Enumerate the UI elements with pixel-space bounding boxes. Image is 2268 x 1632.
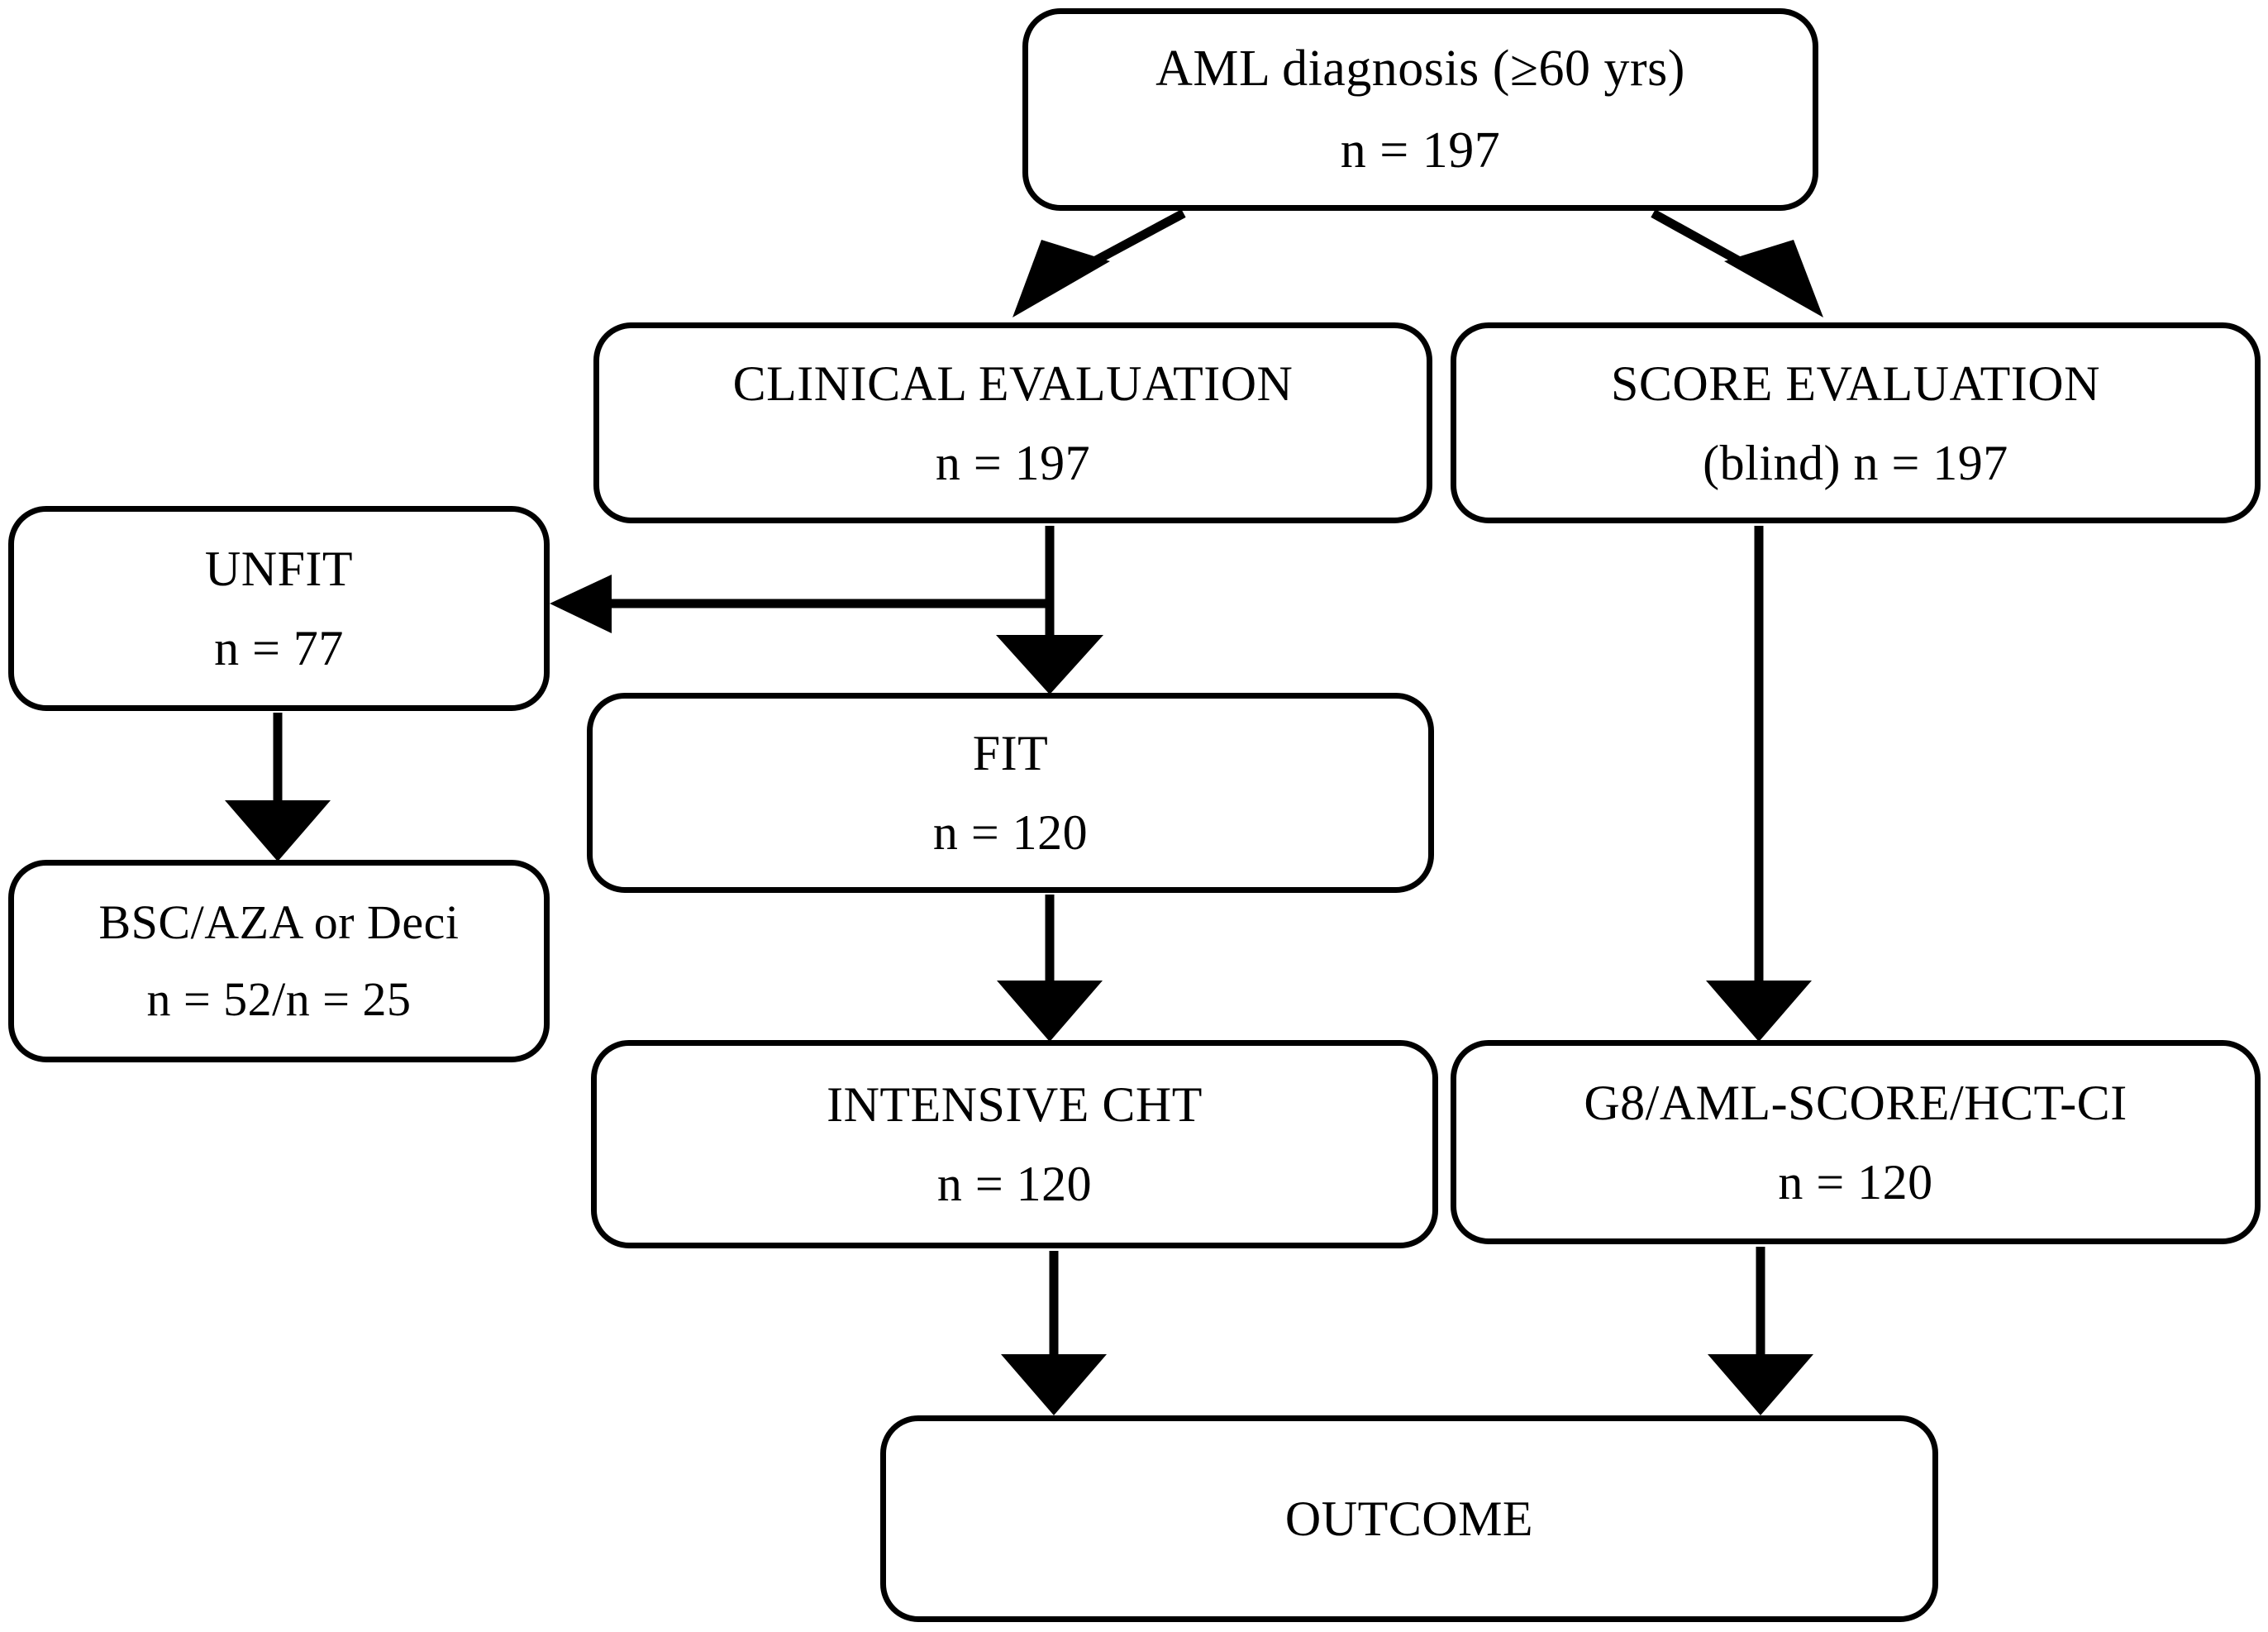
node-bsc-aza-deci-line2: n = 52/n = 25 xyxy=(146,972,412,1027)
node-unfit[interactable]: UNFIT n = 77 xyxy=(8,506,550,711)
node-g8-amlscore-hctci-line2: n = 120 xyxy=(1778,1154,1933,1210)
node-unfit-line2: n = 77 xyxy=(214,621,344,675)
node-g8-amlscore-hctci-line1: G8/AML-SCORE/HCT-CI xyxy=(1584,1075,2127,1130)
node-bsc-aza-deci-line1: BSC/AZA or Deci xyxy=(98,895,460,950)
node-intensive-cht-line1: INTENSIVE CHT xyxy=(827,1077,1203,1132)
node-fit[interactable]: FIT n = 120 xyxy=(587,693,1434,893)
edge-aml-to-score xyxy=(1651,209,1823,317)
node-clinical-evaluation[interactable]: CLINICAL EVALUATION n = 197 xyxy=(593,322,1432,523)
edge-score-to-g8 xyxy=(1706,526,1812,1042)
node-aml-diagnosis-line1: AML diagnosis (≥60 yrs) xyxy=(1155,40,1685,97)
edge-aml-to-clinical xyxy=(1012,209,1186,317)
node-aml-diagnosis[interactable]: AML diagnosis (≥60 yrs) n = 197 xyxy=(1022,8,1818,211)
edge-clinical-to-fit xyxy=(996,526,1103,694)
node-outcome[interactable]: OUTCOME xyxy=(880,1415,1938,1622)
edge-clinical-to-unfit xyxy=(550,526,1055,633)
node-fit-line2: n = 120 xyxy=(932,805,1089,860)
node-fit-line1: FIT xyxy=(972,726,1049,780)
node-clinical-evaluation-line1: CLINICAL EVALUATION xyxy=(732,356,1294,411)
node-aml-diagnosis-line2: n = 197 xyxy=(1340,122,1501,179)
edge-unfit-to-bsc xyxy=(225,713,331,861)
edge-g8-to-outcome xyxy=(1708,1247,1813,1415)
edge-fit-to-intensive xyxy=(997,895,1103,1042)
node-unfit-line1: UNFIT xyxy=(204,542,354,596)
node-score-evaluation[interactable]: SCORE EVALUATION (blind) n = 197 xyxy=(1451,322,2261,523)
edge-intensive-to-outcome xyxy=(1001,1251,1107,1415)
node-clinical-evaluation-line2: n = 197 xyxy=(935,435,1091,490)
node-score-evaluation-line2: (blind) n = 197 xyxy=(1703,435,2008,490)
node-intensive-cht[interactable]: INTENSIVE CHT n = 120 xyxy=(591,1040,1438,1248)
node-intensive-cht-line2: n = 120 xyxy=(936,1157,1093,1211)
node-score-evaluation-line1: SCORE EVALUATION xyxy=(1611,356,2100,411)
node-bsc-aza-deci[interactable]: BSC/AZA or Deci n = 52/n = 25 xyxy=(8,860,550,1062)
node-g8-amlscore-hctci[interactable]: G8/AML-SCORE/HCT-CI n = 120 xyxy=(1451,1040,2261,1244)
node-outcome-line1: OUTCOME xyxy=(1284,1491,1534,1546)
